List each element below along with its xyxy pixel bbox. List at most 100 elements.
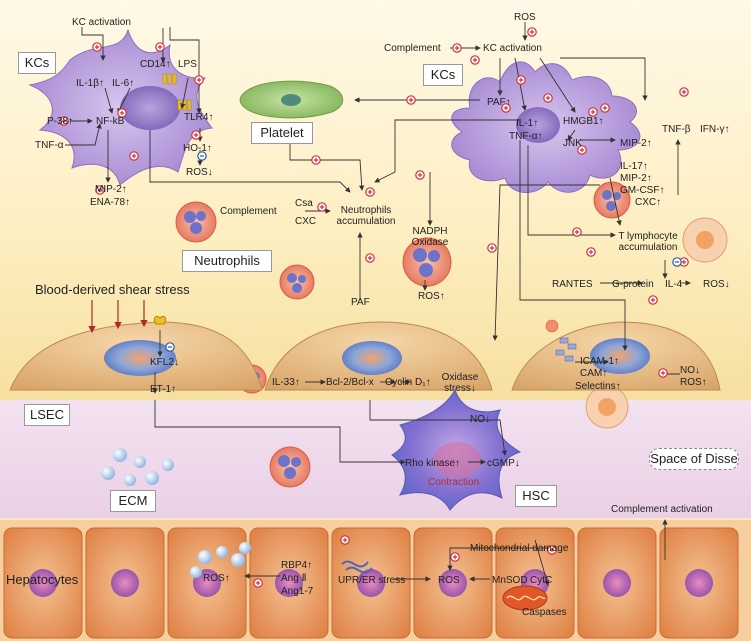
no-lsec-label: NO↓ [680, 365, 700, 376]
plus-sign-stroke [529, 29, 535, 35]
hepatocytes-label: Hepatocytes [6, 572, 79, 587]
nadph-oxidase-label: NADPH Oxidase [411, 226, 449, 248]
rantes-label: RANTES [552, 279, 593, 290]
ecm-particles [101, 448, 174, 486]
plus-sign-stroke [119, 110, 125, 116]
gprotein-label: G-protein [612, 279, 654, 290]
right-kc-label: KCs [423, 64, 463, 86]
neutrophils-label: Neutrophils [182, 250, 272, 272]
tnfa-right-label: TNF-α↑ [509, 131, 543, 142]
caspases-label: Caspases [522, 607, 567, 618]
shear-stress-arrows [88, 300, 148, 334]
ros-hep1-label: ROS↑ [203, 573, 230, 584]
rbp4-label: RBP4↑ [281, 560, 313, 571]
left-kc-label: KCs [18, 52, 56, 74]
space-of-disse-label: Space of Disse [649, 448, 739, 470]
lsec-label: LSEC [24, 404, 70, 426]
hepatocyte-nucleus [111, 569, 139, 597]
plus-sign-stroke [660, 370, 666, 376]
plus-sign-stroke [454, 45, 460, 51]
il33-label: IL-33↑ [272, 377, 300, 388]
oxidase-stress-label: Oxidase stress↓ [441, 372, 479, 394]
plus-sign-stroke [61, 118, 67, 124]
plus-sign-stroke [452, 554, 458, 560]
plus-sign-stroke [319, 204, 325, 210]
neutrophil-accumulation-label: Neutrophils accumulation [336, 205, 396, 227]
complement-activation-label: Complement activation [611, 504, 713, 515]
plus-sign-stroke [342, 537, 348, 543]
mnsod-label: MnSOD [492, 575, 528, 586]
ros-lsec-label: ROS↑ [680, 377, 707, 388]
plus-sign-stroke [579, 147, 585, 153]
mip2-t-label: MIP-2↑ [620, 173, 652, 184]
plus-sign-stroke [588, 249, 594, 255]
mitochondrial-damage-label: Mitochondrial damage [470, 543, 569, 554]
kfl2-label: KFL2↓ [150, 357, 179, 368]
cam-label: CAM↑ [580, 368, 608, 379]
cgmp-label: cGMP↓ [487, 458, 520, 469]
cd14-label: CD14↑ [140, 59, 171, 70]
tlr4-label: TLR4↑ [184, 112, 214, 123]
ros-t-label: ROS↓ [703, 279, 730, 290]
cxc-label: CXC [295, 216, 317, 227]
tnfa-left-label: TNF-α [35, 140, 64, 151]
il17-label: IL-17↑ [620, 161, 648, 172]
plus-sign-stroke [472, 57, 478, 63]
plus-sign-stroke [313, 157, 319, 163]
paf-label: PAF [351, 297, 370, 308]
right-kc-activation: KC activation [483, 43, 542, 54]
rho-kinase-label: Rho kinase↑ [405, 458, 461, 469]
plus-sign-stroke [650, 297, 656, 303]
plus-sign-stroke [518, 77, 524, 83]
jnk-label: JNK [563, 138, 582, 149]
t-lymphocyte-cells [585, 217, 728, 429]
ena78-label: ENA-78↑ [90, 197, 131, 208]
tnfb-label: TNF-β [662, 124, 691, 135]
plus-sign-stroke [681, 259, 687, 265]
upr-er-label: UPR/ER stress [338, 575, 406, 586]
plus-sign-stroke [255, 580, 261, 586]
hepatocyte-nucleus [357, 569, 385, 597]
mip2-right-label: MIP-2↑ [620, 138, 652, 149]
lsec-cells [9, 321, 721, 391]
plus-sign-stroke [193, 132, 199, 138]
ifng-label: IFN-γ↑ [700, 124, 730, 135]
p38-label: P-38↑ [47, 116, 74, 127]
bcl-label: Bcl-2/Bcl-x [326, 377, 374, 388]
ang2-label: Ang Ⅱ [281, 573, 307, 584]
shear-stress-label: Blood-derived shear stress [35, 282, 190, 297]
csa-label: Csa [295, 198, 313, 209]
cxc-up-label: CXC↑ [635, 197, 662, 208]
hepatocyte-nucleus [29, 569, 57, 597]
left-kc-activation: KC activation [72, 17, 131, 28]
et1-label: ET-1↑ [150, 384, 177, 395]
platelet-label: Platelet [251, 122, 313, 144]
il1b-label: IL-1β↑ [76, 78, 104, 89]
cyclin-label: Cyclin D₁↑ [385, 377, 431, 388]
plus-sign-stroke [590, 109, 596, 115]
plus-sign-stroke [545, 95, 551, 101]
no-hsc-label: NO↓ [470, 414, 490, 425]
ho1-label: HO-1↑ [183, 143, 212, 154]
hepatocyte-nucleus [685, 569, 713, 597]
contraction-label: Contraction [428, 477, 480, 488]
icam1-label: ICAM-1↑ [580, 356, 619, 367]
plus-sign-stroke [131, 153, 137, 159]
plus-sign-stroke [489, 245, 495, 251]
plus-sign-stroke [94, 44, 100, 50]
plus-sign-stroke [367, 189, 373, 195]
hmgb1-label: HMGB1↑ [563, 116, 604, 127]
hepatocyte-nucleus [275, 569, 303, 597]
platelet-cell [239, 80, 344, 119]
plus-sign-stroke [408, 97, 414, 103]
selectins-label: Selectins↑ [575, 381, 621, 392]
plus-sign-stroke [602, 105, 608, 111]
plus-sign-stroke [503, 105, 509, 111]
hepatocyte-nucleus [439, 569, 467, 597]
plus-sign-stroke [574, 229, 580, 235]
gmcsf-label: GM-CSF↑ [620, 185, 665, 196]
hsc-label: HSC [515, 485, 557, 507]
il4-label: IL-4 [665, 279, 683, 290]
